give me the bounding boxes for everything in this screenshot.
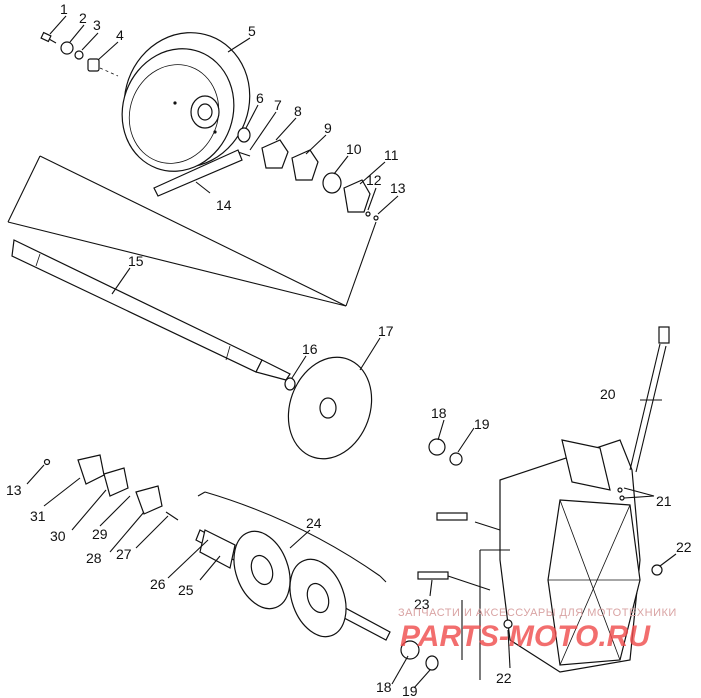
callout-7: 7 [274, 97, 282, 113]
leader-lines [26, 15, 677, 689]
washer-2 [60, 41, 74, 55]
callout-12: 12 [366, 172, 382, 188]
callout-23: 23 [414, 596, 430, 612]
callout-1: 1 [60, 1, 68, 17]
nut-13-lower [43, 458, 51, 466]
flange-30 [103, 467, 129, 497]
tension-rod-20 [629, 326, 670, 473]
shaft-15 [11, 239, 291, 381]
callout-22-right: 22 [676, 539, 692, 555]
callout-29: 29 [92, 526, 108, 542]
seal-18-upper [428, 438, 446, 456]
flange-8 [261, 139, 289, 169]
callout-8: 8 [294, 103, 302, 119]
callout-17: 17 [378, 323, 394, 339]
callout-22-lower: 22 [496, 670, 512, 686]
callout-31: 31 [30, 508, 46, 524]
bolt-23 [417, 571, 449, 580]
callout-5: 5 [248, 23, 256, 39]
callout-13-upper: 13 [390, 180, 406, 196]
flange-31 [77, 454, 105, 485]
callout-16: 16 [302, 341, 318, 357]
washer-3 [74, 50, 84, 60]
bolt-1 [40, 31, 57, 44]
disc-hub [319, 397, 337, 419]
nut-13 [373, 215, 379, 221]
belt-14 [153, 149, 243, 197]
watermark-brand: PARTS-MOTO.RU [400, 620, 651, 653]
flange-9 [291, 149, 319, 181]
drive-shaft-24 [195, 529, 391, 641]
nut-22-right [651, 564, 663, 576]
callout-14: 14 [216, 197, 232, 213]
screw-27 [165, 511, 179, 521]
driven-pulley [121, 32, 251, 172]
callout-4: 4 [116, 27, 124, 43]
nut-21b [619, 495, 625, 501]
washer-19-upper [449, 452, 463, 466]
nut-21a [617, 487, 623, 493]
callout-6: 6 [256, 90, 264, 106]
callout-30: 30 [50, 528, 66, 544]
callout-26: 26 [150, 576, 166, 592]
ring-16 [284, 377, 296, 391]
callout-19-upper: 19 [474, 416, 490, 432]
callout-10: 10 [346, 141, 362, 157]
spacer-4 [87, 58, 100, 72]
callout-18-upper: 18 [431, 405, 447, 421]
callout-9: 9 [324, 120, 332, 136]
housing-bolt-upper [436, 512, 468, 521]
callout-24: 24 [306, 515, 322, 531]
washer-6 [237, 127, 251, 143]
seal-18-lower [400, 640, 420, 660]
bearing-10 [322, 172, 342, 194]
callout-21: 21 [656, 493, 672, 509]
callout-18-lower: 18 [376, 679, 392, 695]
flange-11 [343, 179, 371, 213]
callout-3: 3 [93, 17, 101, 33]
callout-11: 11 [384, 147, 399, 163]
callout-20: 20 [600, 386, 616, 402]
nut-22-lower [503, 619, 513, 629]
callout-27: 27 [116, 546, 132, 562]
flange-29 [135, 485, 163, 515]
callout-19-lower: 19 [402, 683, 418, 698]
nut-12 [365, 211, 371, 217]
washer-19-lower [425, 655, 439, 671]
watermark-tagline: ЗАПЧАСТИ И АКСЕССУАРЫ ДЛЯ МОТОТЕХНИКИ [398, 607, 677, 619]
callout-13-lower: 13 [6, 482, 22, 498]
chaincase-housing [499, 439, 641, 673]
callout-25: 25 [178, 582, 194, 598]
screw-7 [237, 151, 251, 157]
callout-15: 15 [128, 253, 144, 269]
callout-2: 2 [79, 10, 87, 26]
callout-28: 28 [86, 550, 102, 566]
